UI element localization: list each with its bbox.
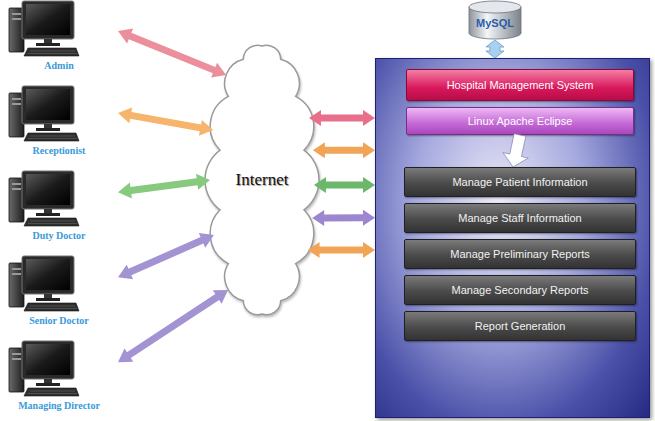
computer-terminal: Receptionist bbox=[0, 85, 118, 159]
cloud-label: Internet bbox=[236, 170, 289, 190]
database-cylinder: MySQL bbox=[465, 0, 525, 40]
box-label: Manage Secondary Reports bbox=[452, 284, 589, 296]
computer-icon bbox=[8, 0, 80, 58]
double-arrow bbox=[312, 210, 375, 226]
computer-terminal: Duty Doctor bbox=[0, 170, 118, 244]
role-label: Managing Director bbox=[0, 400, 118, 411]
double-arrow bbox=[308, 242, 375, 258]
box-label: Manage Patient Information bbox=[452, 176, 587, 188]
double-arrow bbox=[118, 108, 213, 136]
module-box: Report Generation bbox=[404, 311, 636, 341]
flow-arrow bbox=[503, 134, 528, 167]
computer-terminal: Admin bbox=[0, 0, 118, 74]
role-label: Senior Doctor bbox=[0, 315, 118, 326]
computer-icon bbox=[8, 255, 80, 313]
role-label: Receptionist bbox=[0, 145, 118, 156]
computer-terminal: Managing Director bbox=[0, 340, 118, 414]
box-label: Hospital Management System bbox=[447, 79, 594, 91]
box-label: Manage Staff Information bbox=[458, 212, 581, 224]
role-label: Duty Doctor bbox=[0, 230, 118, 241]
double-arrow bbox=[118, 233, 214, 279]
double-arrow bbox=[314, 177, 375, 193]
box-label: Manage Preliminary Reports bbox=[450, 248, 589, 260]
module-box: Manage Patient Information bbox=[404, 167, 636, 197]
double-arrow bbox=[118, 29, 226, 78]
computer-terminal: Senior Doctor bbox=[0, 255, 118, 329]
double-arrow bbox=[309, 110, 375, 126]
double-arrow bbox=[313, 142, 375, 158]
role-label: Admin bbox=[0, 60, 118, 71]
computer-icon bbox=[8, 170, 80, 228]
box-label: Linux Apache Eclipse bbox=[468, 115, 573, 127]
computer-icon bbox=[8, 85, 80, 143]
platform-box: Linux Apache Eclipse bbox=[406, 107, 634, 135]
server-panel: Hospital Management SystemLinux Apache E… bbox=[375, 58, 650, 418]
module-box: Manage Staff Information bbox=[404, 203, 636, 233]
database-label: MySQL bbox=[476, 17, 514, 29]
double-arrow bbox=[486, 40, 504, 58]
computer-icon bbox=[8, 340, 80, 398]
system-title-box: Hospital Management System bbox=[406, 69, 634, 101]
module-box: Manage Secondary Reports bbox=[404, 275, 636, 305]
double-arrow bbox=[118, 290, 228, 362]
box-label: Report Generation bbox=[475, 320, 566, 332]
internet-cloud: Internet bbox=[208, 35, 316, 325]
module-box: Manage Preliminary Reports bbox=[404, 239, 636, 269]
double-arrow bbox=[118, 174, 210, 199]
